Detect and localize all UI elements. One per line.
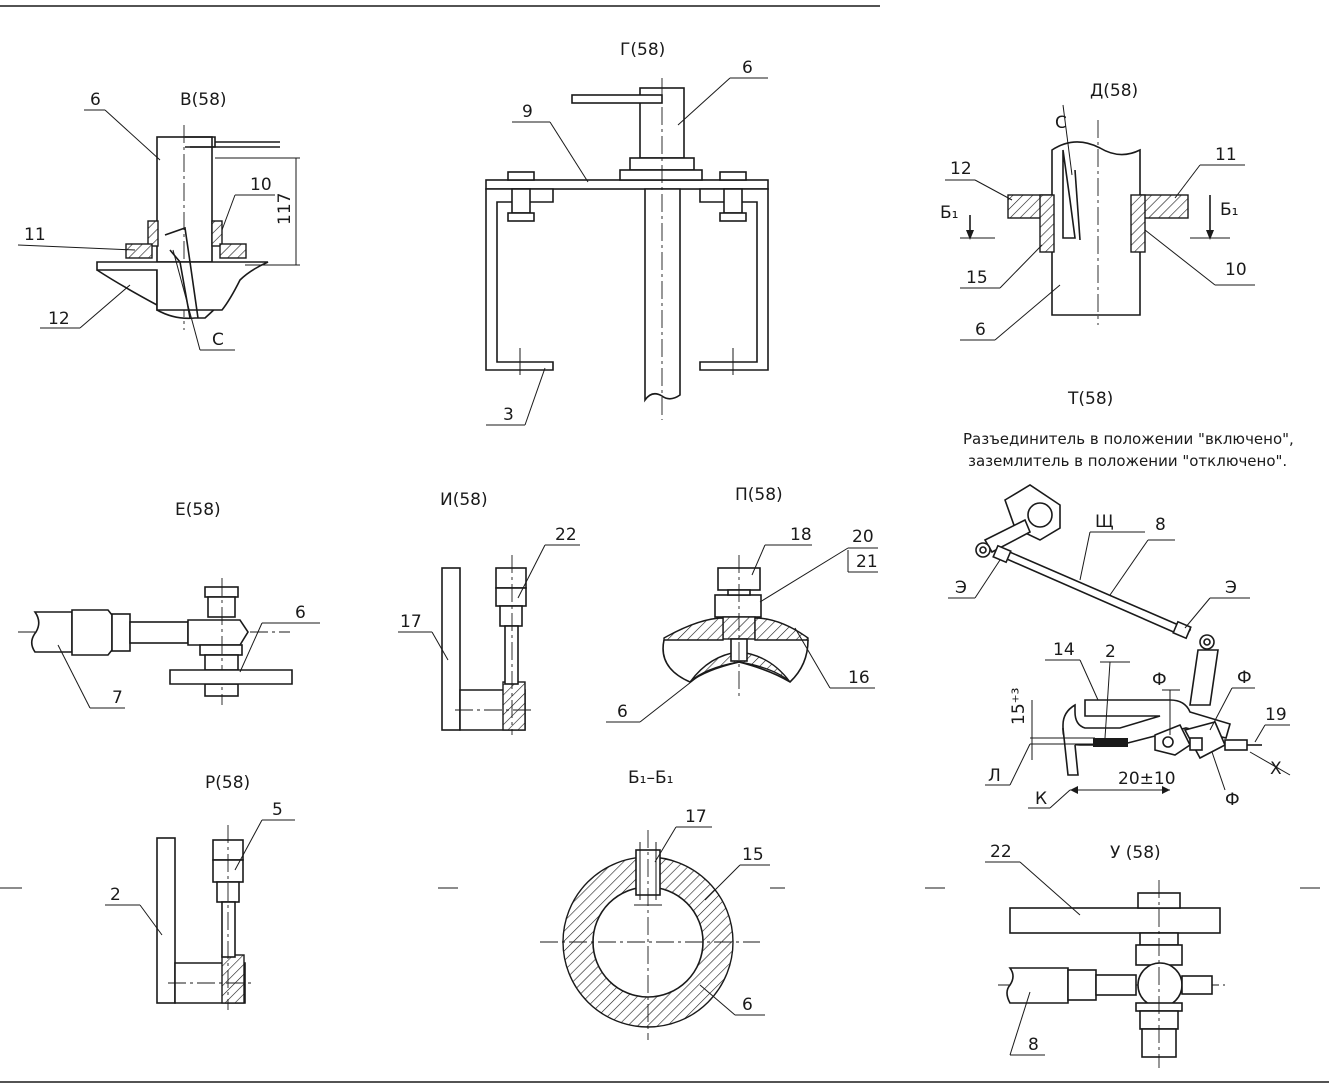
callout-u-22: 22 [990,842,1012,862]
callout-v-c: С [212,330,224,350]
view-t: Т(58) Разъединитель в положении "включен… [948,389,1294,810]
dim-117: 117 [275,193,295,225]
callout-t-f1: Ф [1152,670,1167,690]
callout-b1-17: 17 [685,807,707,827]
view-t-note-line2: заземлитель в положении "отключено". [968,452,1287,470]
view-v: В(58) 117 6 10 11 12 [17,90,300,351]
view-b1: Б₁–Б₁ 17 15 6 [540,768,770,1040]
callout-p-21: 21 [856,552,878,572]
callout-e-7: 7 [112,688,123,708]
callout-p-20: 20 [852,527,874,547]
callout-d-15: 15 [966,268,988,288]
callout-v-10: 10 [250,175,272,195]
view-p: П(58) 18 20 21 16 6 [606,485,878,723]
view-b1-title: Б₁–Б₁ [628,768,673,788]
callout-t-14: 14 [1053,640,1075,660]
sheet-frame [0,5,1329,1083]
callout-r-2: 2 [110,885,121,905]
callout-t-sch: Щ [1095,512,1114,532]
view-u-title: У (58) [1110,843,1161,863]
callout-b1-15: 15 [742,845,764,865]
callout-d-b1-left: Б₁ [940,203,958,223]
callout-t-2: 2 [1105,642,1116,662]
view-e: Е(58) 6 7 [18,500,320,709]
view-g: Г(58) 6 9 3 [485,40,769,426]
callout-d-10: 10 [1225,260,1247,280]
view-g-title: Г(58) [620,40,665,60]
callout-t-k: К [1035,789,1047,809]
callout-t-f3: Ф [1225,790,1240,810]
callout-d-11: 11 [1215,145,1237,165]
view-d-title: Д(58) [1090,81,1138,101]
callout-v-6: 6 [90,90,101,110]
view-p-title: П(58) [735,485,783,505]
callout-t-e1: Э [955,578,967,598]
callout-g-3: 3 [503,405,514,425]
callout-t-x: Х [1270,759,1282,779]
dim-15: 15⁺³ [1009,688,1029,725]
callout-t-19: 19 [1265,705,1287,725]
callout-v-12: 12 [48,309,70,329]
callout-d-12: 12 [950,159,972,179]
view-i-title: И(58) [440,490,488,510]
view-v-title: В(58) [180,90,227,110]
view-d: Д(58) Б₁ Б₁ С 12 11 15 10 [940,81,1255,341]
view-i: И(58) 22 17 [398,490,580,735]
callout-p-6: 6 [617,702,628,722]
callout-d-c: С [1055,113,1067,133]
view-t-note-line1: Разъединитель в положении "включено", [963,430,1294,448]
dim-20: 20±10 [1118,769,1176,789]
callout-g-9: 9 [522,102,533,122]
callout-g-6: 6 [742,58,753,78]
callout-d-6: 6 [975,320,986,340]
view-r: Р(58) 5 2 [105,773,295,1010]
callout-p-16: 16 [848,668,870,688]
view-r-title: Р(58) [205,773,250,793]
callout-t-l: Л [988,766,1001,786]
callout-r-5: 5 [272,800,283,820]
callout-p-18: 18 [790,525,812,545]
callout-i-17: 17 [400,612,422,632]
callout-i-22: 22 [555,525,577,545]
callout-u-8: 8 [1028,1035,1039,1055]
view-e-title: Е(58) [175,500,221,520]
callout-t-8: 8 [1155,515,1166,535]
callout-e-6: 6 [295,603,306,623]
callout-t-f2: Ф [1237,668,1252,688]
callout-b1-6: 6 [742,995,753,1015]
callout-t-e2: Э [1225,578,1237,598]
view-u: У (58) 22 8 [985,842,1225,1068]
callout-v-11: 11 [24,225,46,245]
view-t-title: Т(58) [1067,389,1113,409]
callout-d-b1-right: Б₁ [1220,200,1238,220]
